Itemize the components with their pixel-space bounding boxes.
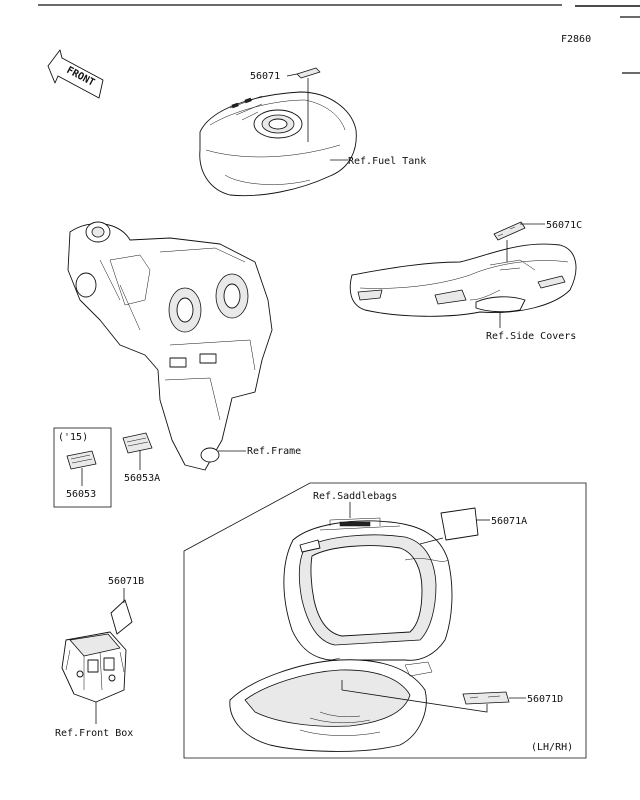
part-56053-label-sticker (66, 450, 97, 486)
part-56071a-label-sticker (419, 507, 490, 545)
label-56071: 56071 (250, 71, 280, 82)
label-56071b: 56071B (108, 576, 144, 587)
label-56071d: 56071D (527, 694, 563, 705)
label-56053a: 56053A (124, 473, 160, 484)
frame-illustration (67, 221, 273, 471)
part-56071d-label-sticker (341, 680, 526, 713)
side-covers-illustration (349, 243, 577, 317)
label-ref-front-box: Ref.Front Box (55, 728, 133, 739)
part-56071b-label-sticker (110, 588, 133, 635)
front-box-illustration (61, 631, 127, 703)
label-56053: 56053 (66, 489, 96, 500)
label-ref-frame: Ref.Frame (247, 446, 301, 457)
saddlebag-illustration (229, 517, 453, 752)
label-year-note: ('15) (58, 432, 88, 443)
label-ref-fuel-tank: Ref.Fuel Tank (348, 156, 426, 167)
label-side-note: (LH/RH) (531, 742, 573, 753)
label-56071c: 56071C (546, 220, 582, 231)
part-56071c-label-sticker (493, 221, 545, 262)
front-arrow-icon: FRONT (47, 49, 104, 99)
label-56071a: 56071A (491, 516, 527, 527)
part-56071-label-sticker (286, 67, 321, 142)
label-ref-saddlebags: Ref.Saddlebags (313, 491, 397, 502)
diagram-code: F2860 (561, 34, 591, 45)
part-56053a-label-sticker (122, 432, 153, 470)
label-ref-side-covers: Ref.Side Covers (486, 331, 576, 342)
saddlebag-panel-border (183, 482, 587, 759)
year-variant-box (53, 427, 112, 508)
fuel-tank-illustration (199, 91, 357, 197)
